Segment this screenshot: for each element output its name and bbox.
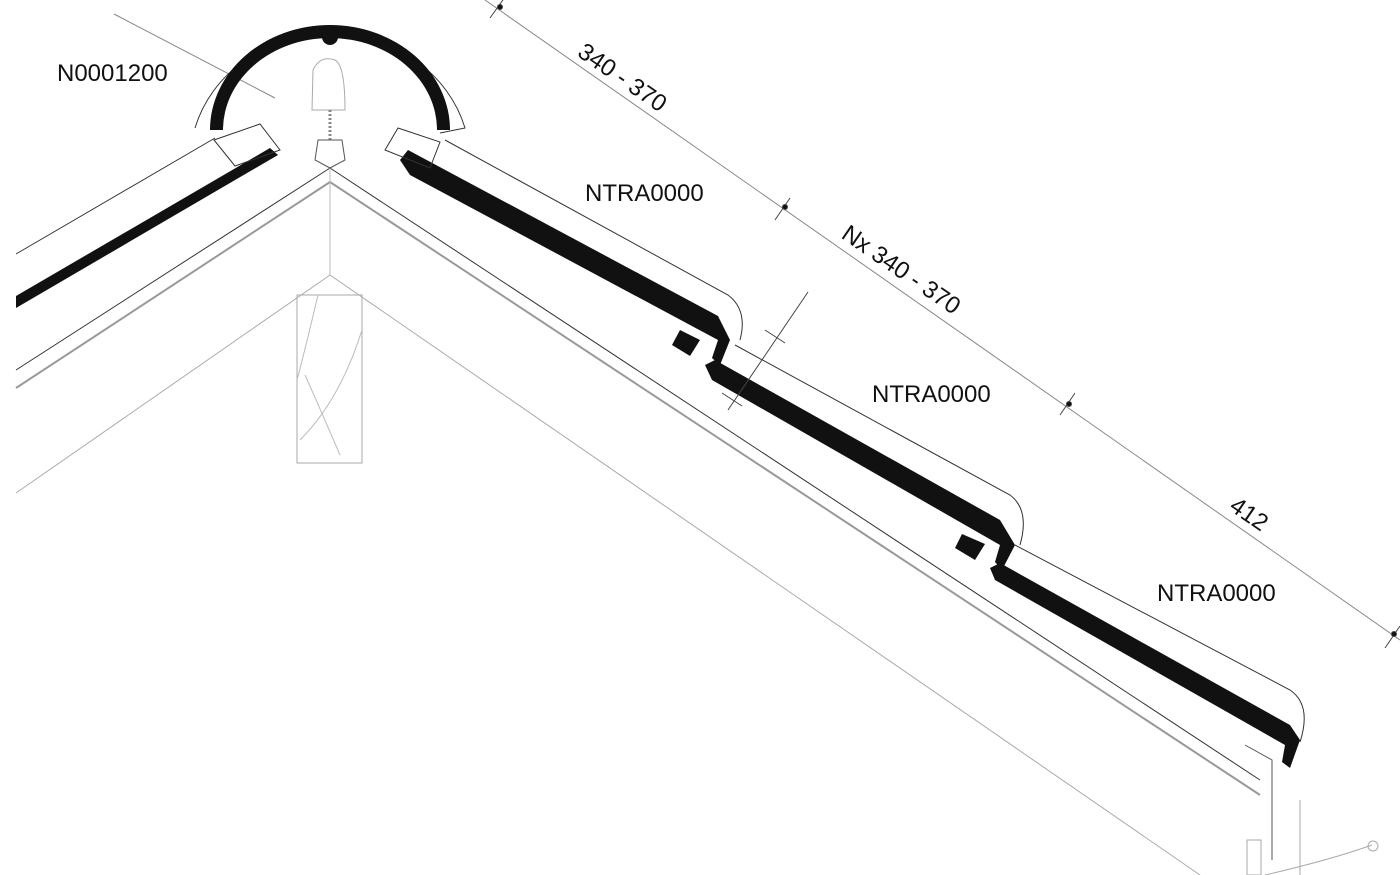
right-tile-2 xyxy=(705,360,1015,570)
dimension-ticks xyxy=(489,0,1400,649)
right-inner-line xyxy=(329,274,1201,875)
right-tile-1 xyxy=(400,150,730,365)
overlap-tick-2 xyxy=(721,392,743,407)
gutter-hook xyxy=(1264,844,1373,875)
right-tile-2-hook xyxy=(955,534,985,560)
right-tile-outline-2 xyxy=(734,344,1024,546)
left-rafter-line xyxy=(15,181,331,389)
right-tile-3 xyxy=(990,563,1300,768)
ridge-beam-grain xyxy=(296,294,363,456)
overlap-dimension-line xyxy=(727,291,809,411)
left-slope-outline xyxy=(15,137,216,255)
overlap-tick-1 xyxy=(764,329,786,344)
right-rafter-line xyxy=(329,181,1261,796)
right-batten-line xyxy=(329,167,1261,781)
ridge-batten xyxy=(311,58,346,111)
left-batten-line xyxy=(15,167,331,371)
left-tile xyxy=(16,148,278,308)
tile-label-1: NTRA0000 xyxy=(585,180,704,207)
tile-label-3: NTRA0000 xyxy=(1157,580,1276,607)
right-ridge-clip xyxy=(384,127,441,169)
ridge-tile-label: N0001200 xyxy=(57,60,168,87)
ridge-knob xyxy=(322,29,338,45)
right-tile-1-hook xyxy=(672,330,700,356)
left-inner-line xyxy=(15,274,331,494)
ridge-tile xyxy=(210,25,450,130)
right-tile-outline-1 xyxy=(444,139,743,341)
eave-board xyxy=(1246,839,1262,875)
tile-label-2: NTRA0000 xyxy=(872,381,991,408)
dimension-line xyxy=(484,0,1400,641)
ridge-bracket xyxy=(314,139,346,169)
gutter-bead xyxy=(1367,840,1379,852)
ridge-leader-line xyxy=(113,13,276,99)
eave-fascia xyxy=(1244,744,1273,860)
left-tile-clip xyxy=(213,123,281,167)
right-tile-outline-3 xyxy=(1014,544,1305,743)
